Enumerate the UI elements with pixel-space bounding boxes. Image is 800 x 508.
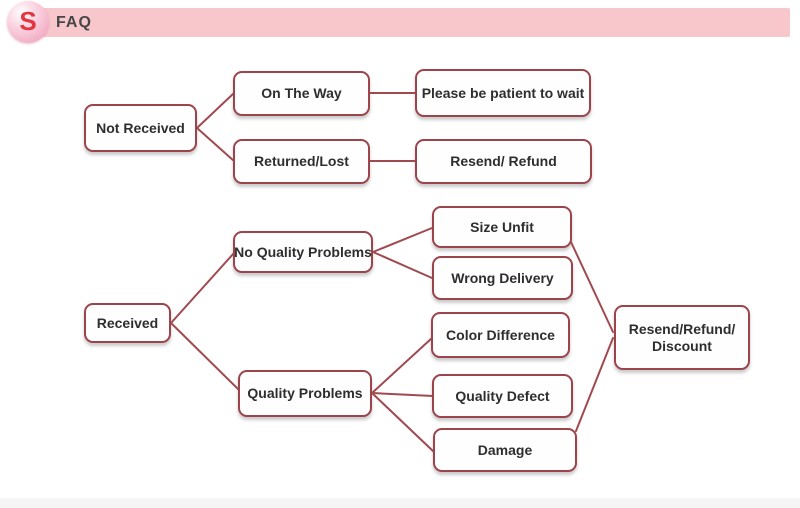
edge-received-quality-problems (170, 322, 240, 391)
bottom-strip (0, 498, 800, 508)
node-received: Received (84, 303, 171, 343)
node-wrong-delivery: Wrong Delivery (432, 256, 573, 300)
node-size-unfit: Size Unfit (432, 206, 572, 248)
node-resend-refund-discount: Resend/Refund/ Discount (614, 305, 750, 370)
edge-damage-discount (575, 337, 614, 432)
edge-qp-quality-defect (371, 392, 434, 397)
node-color-difference: Color Difference (431, 312, 570, 358)
logo-letter: S (19, 6, 37, 36)
node-resend-refund: Resend/ Refund (415, 139, 592, 184)
edge-received-no-quality-problems (170, 252, 235, 324)
node-no-quality-problems: No Quality Problems (233, 231, 373, 273)
edge-not-received-returned-lost (196, 127, 235, 162)
node-quality-defect: Quality Defect (432, 374, 573, 418)
node-on-the-way: On The Way (233, 71, 370, 116)
page-title: FAQ (56, 13, 92, 31)
store-logo: S (7, 1, 49, 43)
header-bar (20, 8, 790, 37)
node-please-wait: Please be patient to wait (415, 69, 591, 117)
edge-qp-damage (371, 392, 435, 453)
edge-not-received-on-the-way (196, 92, 235, 129)
edge-nqp-size-unfit (372, 227, 433, 253)
node-damage: Damage (433, 428, 577, 472)
node-quality-problems: Quality Problems (238, 370, 372, 417)
node-returned-lost: Returned/Lost (233, 139, 370, 184)
node-not-received: Not Received (84, 104, 197, 152)
edge-qp-color-difference (371, 337, 433, 394)
edge-nqp-wrong-delivery (372, 251, 433, 279)
edge-size-unfit-discount (570, 241, 614, 333)
